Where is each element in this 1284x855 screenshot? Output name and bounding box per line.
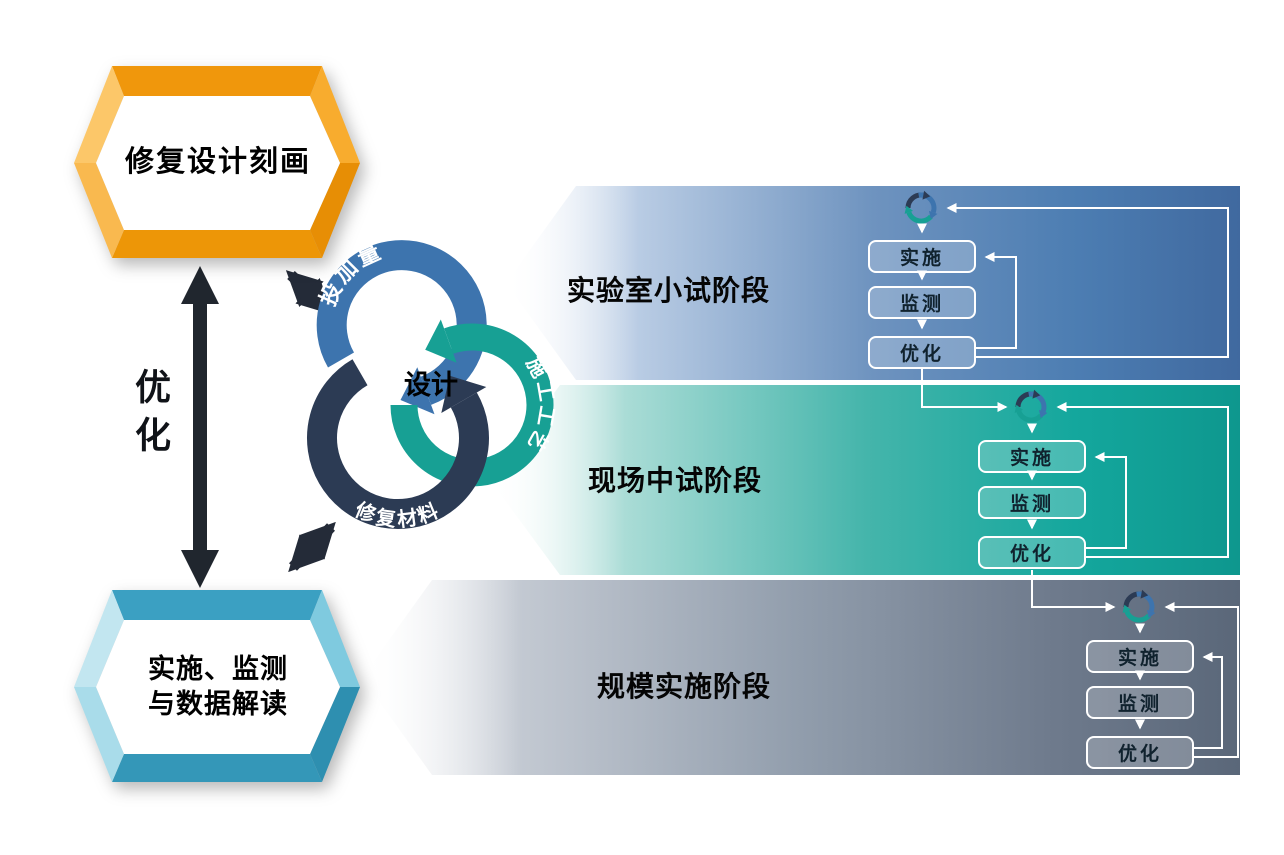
remediation-material-ring <box>307 359 489 529</box>
fullscale-step-monitor: 监测 <box>1086 686 1194 719</box>
implementation-monitoring-label: 实施、监测 与数据解读 <box>96 620 340 754</box>
fullscale-step-implement: 实施 <box>1086 640 1194 673</box>
lab-step-optimize: 优化 <box>868 336 976 369</box>
lab-step-implement: 实施 <box>868 240 976 273</box>
dosage-ring <box>316 240 487 415</box>
pilot-step-implement: 实施 <box>978 440 1086 473</box>
stage-band-lab-test <box>506 186 1240 380</box>
stage-band-full-scale <box>362 580 1240 775</box>
stage-label-field-pilot: 现场中试阶段 <box>588 465 763 496</box>
optimization-loop-arrow <box>181 266 219 588</box>
design-center-label: 设计 <box>404 370 458 400</box>
pilot-step-monitor: 监测 <box>978 486 1086 519</box>
pilot-step-optimize: 优化 <box>978 536 1086 569</box>
implementation-monitoring-line1: 实施、监测 <box>148 653 288 684</box>
design-characterization-text: 修复设计刻画 <box>124 146 311 179</box>
design-link-arrow-bottom <box>288 521 336 573</box>
stage-label-full-scale: 规模实施阶段 <box>597 671 772 702</box>
lab-flow-connectors <box>917 203 1229 412</box>
design-characterization-box-graphic <box>74 66 360 258</box>
stage-band-field-pilot <box>490 385 1240 575</box>
optimization-label: 优化 <box>130 368 171 464</box>
stage-label-lab-test: 实验室小试阶段 <box>567 275 771 306</box>
fullscale-flow-connectors <box>1135 602 1239 758</box>
design-characterization-label: 修复设计刻画 <box>96 96 340 230</box>
fullscale-step-optimize: 优化 <box>1086 736 1194 769</box>
lab-step-monitor: 监测 <box>868 286 976 319</box>
implementation-monitoring-line2: 与数据解读 <box>148 689 288 719</box>
implementation-monitoring-box-graphic <box>74 590 360 782</box>
construction-process-ring <box>390 319 554 487</box>
pilot-flow-connectors <box>1027 402 1229 612</box>
